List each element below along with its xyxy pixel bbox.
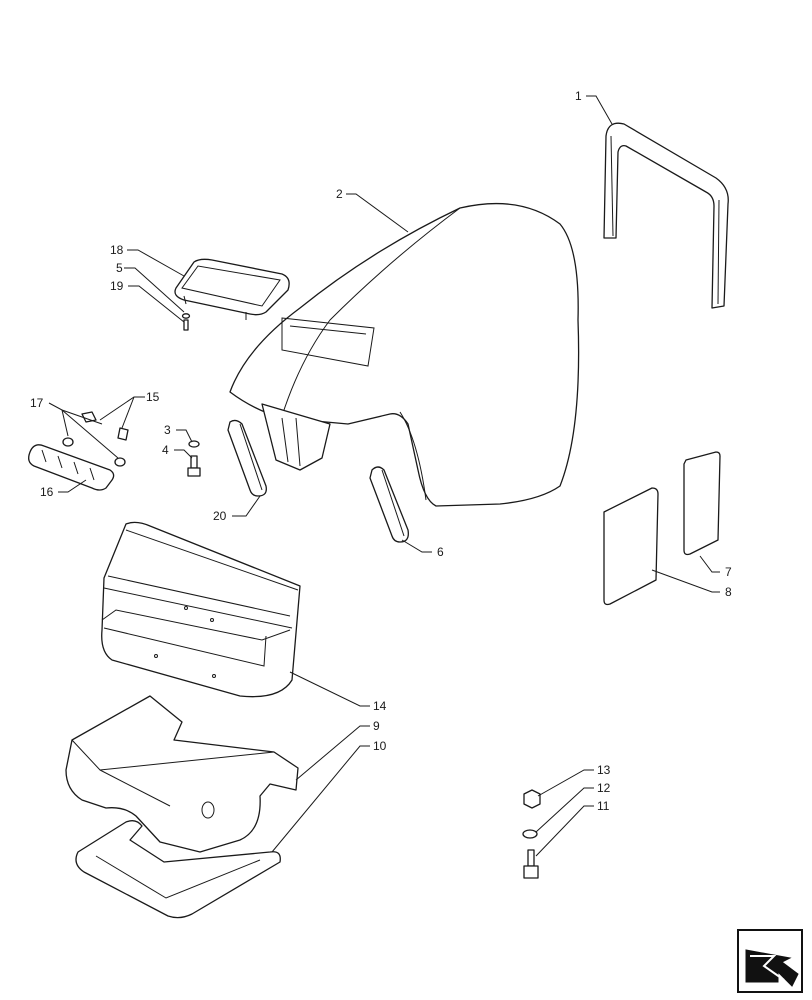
- part-20-seal-strip: [227, 419, 267, 497]
- part-19-screw: [183, 319, 189, 331]
- part-4-bolt: [187, 455, 201, 477]
- callout-13: 13: [597, 763, 611, 777]
- callout-labels: 1 2 3 4 5 6 7 8 9 10 11 12 13 14 15 16 1…: [30, 89, 732, 813]
- leader-lines: [48, 95, 720, 857]
- callout-2: 2: [336, 187, 343, 201]
- part-6-seal-strip: [369, 466, 409, 543]
- callout-1: 1: [575, 89, 582, 103]
- part-17-grommets: [62, 437, 126, 467]
- part-1-frame: [603, 122, 729, 309]
- part-13-nut: [523, 789, 541, 809]
- callout-14: 14: [373, 699, 387, 713]
- callout-3: 3: [164, 423, 171, 437]
- part-15-clips: [81, 411, 129, 441]
- callout-18: 18: [110, 243, 124, 257]
- callout-5: 5: [116, 261, 123, 275]
- part-2-hood: [229, 202, 580, 507]
- part-18-cover-plate: [174, 258, 290, 320]
- callout-15: 15: [146, 390, 160, 404]
- next-page-arrow-icon[interactable]: [737, 929, 803, 993]
- callout-16: 16: [40, 485, 54, 499]
- callout-10: 10: [373, 739, 387, 753]
- callout-11: 11: [597, 799, 610, 813]
- part-11-bolt: [523, 849, 539, 879]
- part-3-washer: [188, 440, 200, 448]
- part-7-pad: [683, 451, 721, 556]
- callout-20: 20: [213, 509, 227, 523]
- callout-4: 4: [162, 443, 169, 457]
- callout-9: 9: [373, 719, 380, 733]
- callout-19: 19: [110, 279, 124, 293]
- part-9-housing: [65, 695, 299, 853]
- part-8-pad: [603, 487, 659, 606]
- part-14-front-frame: [101, 521, 301, 698]
- callout-6: 6: [437, 545, 444, 559]
- callout-12: 12: [597, 781, 611, 795]
- part-12-washer: [522, 829, 538, 839]
- callout-7: 7: [725, 565, 732, 579]
- callout-17: 17: [30, 396, 44, 410]
- part-16-badge: [28, 444, 115, 491]
- part-10-lower-frame: [75, 820, 281, 919]
- part-5-washer: [181, 313, 191, 319]
- callout-8: 8: [725, 585, 732, 599]
